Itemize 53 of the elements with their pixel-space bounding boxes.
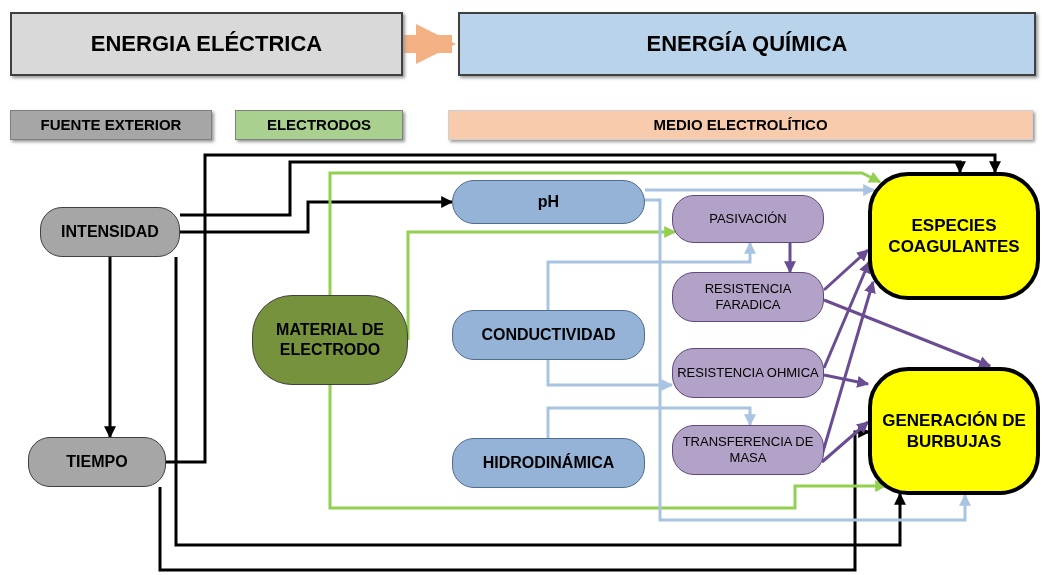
arrow (546, 241, 756, 310)
arrow (104, 257, 116, 439)
outcome-box (868, 367, 1040, 495)
outcome-box (868, 172, 1040, 300)
node-label: GENERACIÓN DE BURBUJAS (881, 409, 1027, 453)
process-box (672, 348, 824, 398)
arrow (546, 406, 756, 438)
arrow (645, 184, 876, 196)
node-label: TIEMPO (66, 452, 128, 472)
arrow (328, 171, 882, 295)
node-label: ELECTRODOS (266, 115, 372, 135)
arrow (166, 153, 1001, 464)
node-label: MATERIAL DE ELECTRODO (275, 320, 385, 360)
node-label: ESPECIES COAGULANTES (887, 214, 1021, 258)
process-box (452, 438, 645, 488)
arrow (406, 226, 677, 340)
arrow (823, 373, 870, 388)
header-box (458, 12, 1036, 76)
node-label: ENERGÍA QUÍMICA (646, 30, 848, 58)
process-box (452, 310, 645, 360)
arrow (180, 196, 454, 234)
process-box (28, 437, 166, 487)
node-label: RESISTENCIA FARADICA (703, 280, 793, 314)
arrow (823, 298, 992, 368)
arrow (784, 243, 796, 274)
node-label: pH (537, 192, 560, 212)
arrow (403, 24, 456, 64)
node-label: MEDIO ELECTROLÍTICO (653, 115, 828, 135)
process-box (672, 272, 824, 322)
node-label: ENERGIA ELÉCTRICA (90, 30, 323, 58)
node-label: FUENTE EXTERIOR (40, 115, 182, 135)
node-label: HIDRODINÁMICA (482, 453, 615, 473)
arrow (546, 360, 674, 391)
process-box (672, 195, 824, 243)
node-label: INTENSIDAD (61, 222, 159, 242)
category-tag (10, 110, 212, 140)
node-label: CONDUCTIVIDAD (481, 325, 616, 345)
node-label: RESISTENCIA OHMICA (677, 364, 819, 382)
arrow (822, 260, 871, 369)
header-box (10, 12, 403, 76)
arrow (645, 198, 971, 522)
node-label: TRANSFERENCIA DE MASA (681, 433, 815, 467)
category-tag (448, 110, 1033, 140)
arrow (821, 420, 869, 464)
arrow (180, 160, 966, 217)
arrow (823, 248, 869, 292)
node-label: PASIVACIÓN (709, 210, 787, 228)
process-box (672, 425, 824, 475)
process-box (452, 180, 645, 224)
arrow (174, 257, 906, 547)
process-box (252, 295, 408, 385)
category-tag (235, 110, 403, 140)
process-box (40, 207, 180, 257)
